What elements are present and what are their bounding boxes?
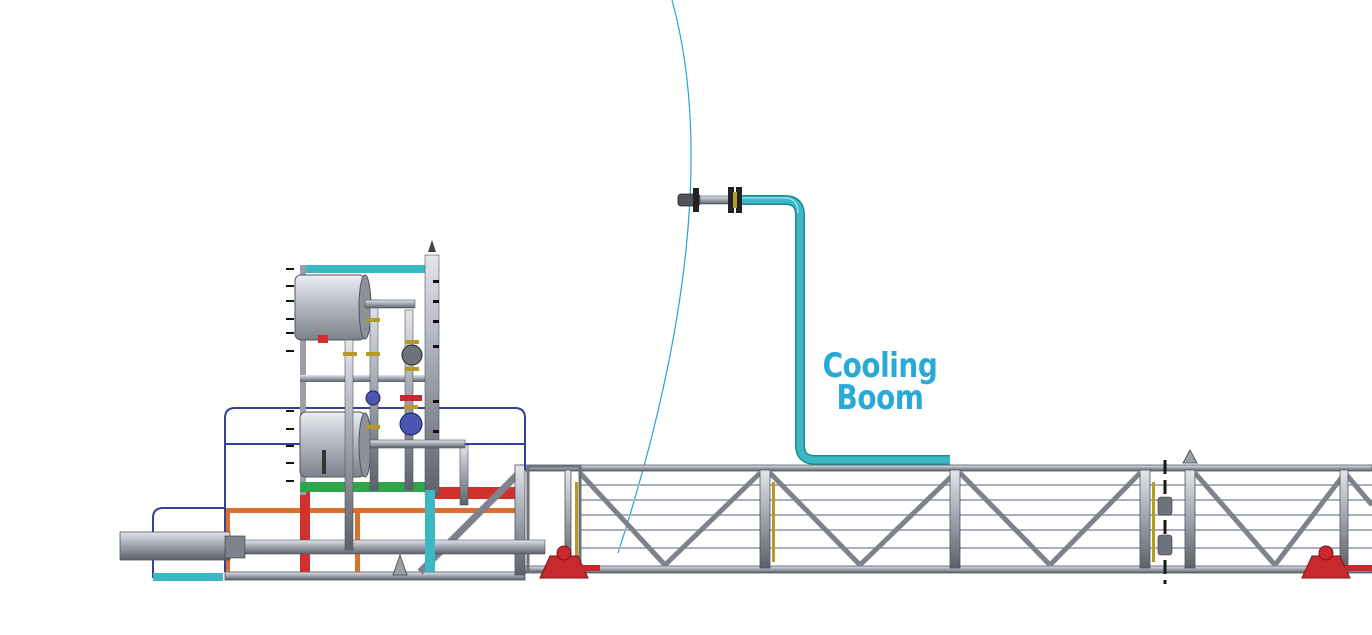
equipment-frame [286,240,440,572]
base-skid [224,464,526,581]
gate-valve-icon [343,318,381,429]
spray-arc [617,0,692,554]
frame-marker [318,335,328,343]
inlet-pipe [119,531,546,581]
upper-tank [294,274,372,341]
gate-valve-icon [399,395,423,436]
spray-nozzle-icon [677,187,742,213]
cooling-boom-label: Cooling Boom [810,346,949,418]
label-line-2: Boom [836,378,924,418]
boom-support-icon [1301,545,1372,579]
label-line-1: Cooling [822,346,938,386]
truss-boom [519,449,1372,584]
boom-support-icon [539,545,600,579]
cooling-boom-pipe [740,195,950,465]
gate-valve-icon [401,340,423,371]
lower-tank [299,411,372,478]
